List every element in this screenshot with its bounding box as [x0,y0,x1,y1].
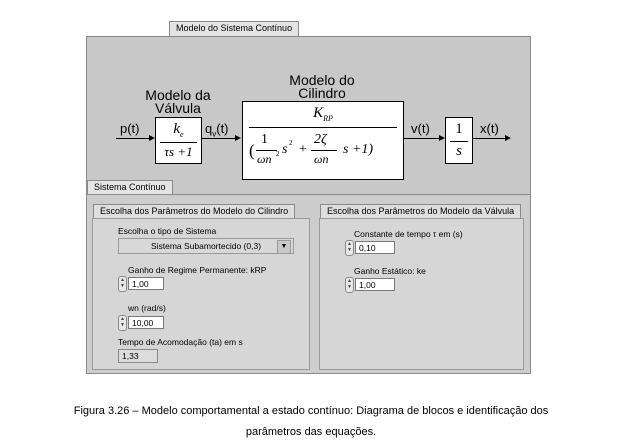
arrow-p [116,138,149,139]
arrowhead-q [235,135,241,141]
tau-stepper-icon[interactable]: ▲▼ [345,240,354,256]
cyl-num-sub: RP [323,114,333,123]
ke-label: Ganho Estático: ke [354,266,426,276]
cyl-den-one: 1 [261,132,268,147]
cyl-den-plus: + [299,142,307,157]
cylinder-params-header: Escolha dos Parâmetros do Modelo do Cili… [100,206,289,216]
signal-x: x(t) [480,121,499,136]
cylinder-numerator: KRP [243,105,403,123]
ke-input[interactable]: 1,00 [355,278,395,291]
signal-q: qv(t) [205,121,229,139]
tab-label: Modelo do Sistema Contínuo [176,23,293,33]
valve-fraction-bar [160,142,197,143]
cyl-den-s-exp: 2 [289,139,293,147]
wn-input[interactable]: 10,00 [128,316,164,329]
gain-stepper-icon[interactable]: ▲▼ [118,276,127,292]
valve-num-sub: e [180,130,184,139]
tab-modelo-sistema-continuo[interactable]: Modelo do Sistema Contínuo [169,21,300,36]
valve-title-line2: Válvula [155,100,201,116]
valve-denominator: τs +1 [164,144,193,159]
gain-input[interactable]: 1,00 [128,277,164,290]
valve-numerator: ke [156,121,201,139]
tab-sistema-continuo[interactable]: Sistema Contínuo [87,180,173,195]
integrator-denominator: s [456,143,462,159]
valve-params-tab[interactable]: Escolha dos Parâmetros do Modelo da Válv… [320,204,522,219]
cyl-den-tail: s +1) [343,142,374,157]
cyl-title-line2: Cilindro [298,85,346,101]
tab-inner-label: Sistema Contínuo [94,182,166,192]
integrator-fraction-bar [450,141,468,142]
cylinder-fraction-bar [249,127,397,128]
settling-time-label: Tempo de Acomodação (ta) em s [118,337,243,347]
cyl-num-k: K [313,105,324,121]
wn-stepper-icon[interactable]: ▲▼ [118,315,127,331]
cyl-den-wn2: ωn [314,152,329,166]
valve-transfer-block: ke τs +1 [155,117,202,164]
arrow-v [402,138,439,139]
arrowhead-p [149,135,155,141]
cyl-den-sub-bar2 [311,150,337,151]
arrow-x [472,138,505,139]
system-type-value: Sistema Subamortecido (0,3) [150,241,262,251]
signal-q-sub: v [212,129,217,139]
integrator-numerator: 1 [455,121,463,137]
system-type-label: Escolha o tipo de Sistema [118,226,217,236]
settling-time-indicator: 1,33 [118,349,158,363]
figure-caption-line1: Figura 3.26 – Modelo comportamental a es… [73,405,549,417]
valve-params-header: Escolha dos Parâmetros do Modelo da Válv… [327,206,515,216]
cyl-den-s: s [282,142,288,157]
cyl-den-open: ( [249,141,255,160]
integrator-block: 1 s [445,117,473,164]
cyl-den-two-zeta: 2ζ [314,132,327,147]
valve-num-k: k [173,121,181,137]
tau-label: Constante de tempo τ em (s) [354,229,463,239]
valve-title-line1: Modelo da [145,87,211,103]
gain-label: Ganho de Regime Permanente: kRP [128,265,267,275]
cyl-title-line1: Modelo do [289,72,355,88]
wn-label: wn (rad/s) [128,303,166,313]
cylinder-model-title: Modelo do Cilindro [272,72,372,101]
tau-input[interactable]: 0,10 [355,241,395,254]
cylinder-denominator: ( 1 ωn 2 s 2 + 2ζ ωn s +1) [249,131,399,175]
valve-model-title: Modelo da Válvula [138,87,218,116]
signal-q-suffix: (t) [216,121,229,136]
cylinder-transfer-block: KRP ( 1 ωn 2 s 2 + 2ζ ωn s +1) [242,101,404,180]
figure-caption-line2: parâmetros das equações. [245,426,377,438]
chevron-down-icon[interactable]: ▼ [277,240,291,254]
system-type-select[interactable]: Sistema Subamortecido (0,3) ▼ [118,238,294,254]
cylinder-params-tab[interactable]: Escolha dos Parâmetros do Modelo do Cili… [93,204,296,219]
arrowhead-v [439,135,445,141]
cyl-den-wn: ωn [257,152,272,166]
arrowhead-x [505,135,511,141]
cyl-den-exp: 2 [276,150,280,158]
signal-v: v(t) [411,121,430,136]
signal-q-main: q [205,121,213,136]
arrow-q [201,138,235,139]
cyl-den-sub-bar [256,150,277,151]
ke-stepper-icon[interactable]: ▲▼ [345,277,354,293]
signal-p: p(t) [120,121,140,136]
